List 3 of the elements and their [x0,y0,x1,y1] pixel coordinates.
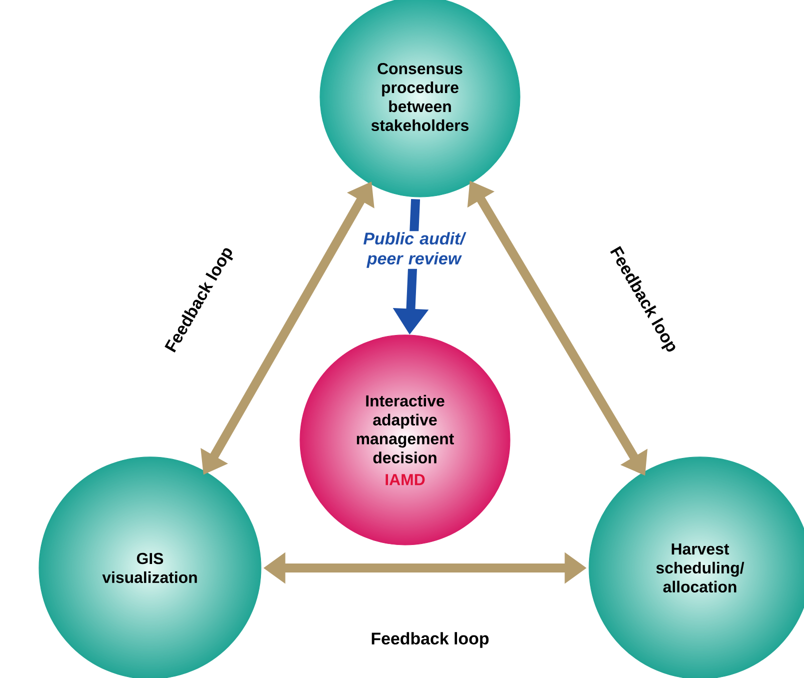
edge-label: Public audit/ peer review [348,231,480,269]
edge-label: Feedback loop [370,631,490,649]
circle-node: Interactive adaptive management decision IAMD [300,334,510,546]
